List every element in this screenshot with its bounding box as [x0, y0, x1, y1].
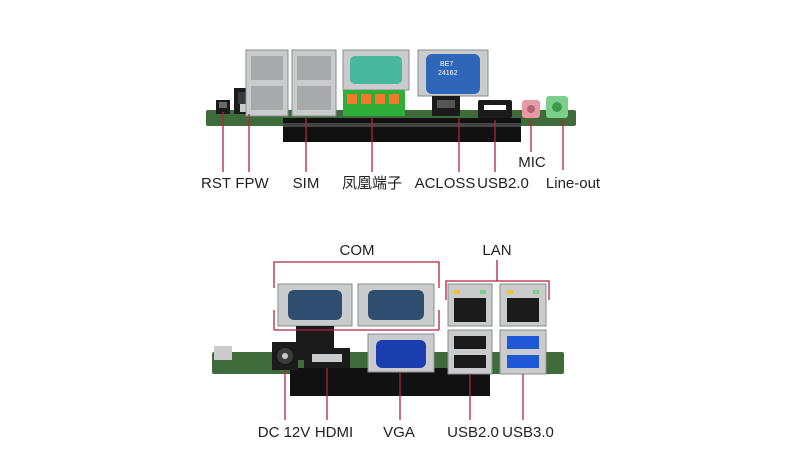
phoenix-clip-4 [389, 94, 399, 104]
label-com: COM [339, 242, 375, 259]
left-small-connector [214, 346, 232, 360]
dc-jack-pin [282, 353, 288, 359]
usb3-bottom-port1 [507, 336, 539, 349]
phoenix-clip-1 [347, 94, 357, 104]
lan1-jack [454, 298, 486, 322]
sim-usb-right-port2 [297, 86, 331, 110]
usb2-top-slot [484, 105, 506, 110]
vga-shell [376, 340, 426, 368]
lan1-led-r [480, 290, 486, 294]
phoenix-clip-3 [375, 94, 385, 104]
label-rst: RST [201, 175, 231, 192]
top-gold-edge-teeth [283, 123, 521, 127]
com2-shell [368, 290, 424, 320]
db9-top-right-shell [426, 54, 480, 94]
com1-shell [288, 290, 342, 320]
usb2-bottom-port2 [454, 355, 486, 368]
label-vga: VGA [383, 424, 415, 441]
top-callouts [222, 112, 564, 172]
bottom-board-photo [212, 283, 564, 396]
rst-button-cap [219, 102, 227, 108]
mic-jack-hole [527, 105, 535, 113]
hdmi-slot [312, 354, 342, 362]
usb2-bottom-port1 [454, 336, 486, 349]
bottom-callouts [273, 260, 550, 420]
label-line-out: Line-out [545, 175, 601, 192]
line-out-jack-hole [552, 102, 562, 112]
sim-usb-left-port1 [251, 56, 283, 80]
label-usb2-top: USB2.0 [477, 175, 529, 192]
top-board-photo: BE7 24162 [206, 49, 576, 142]
label-fpw: FPW [235, 175, 269, 192]
sim-usb-left-port2 [251, 86, 283, 110]
label-usb3-bottom: USB3.0 [502, 424, 554, 441]
usb3-bottom-port2 [507, 355, 539, 368]
com-bracket [273, 261, 440, 288]
phoenix-clip-2 [361, 94, 371, 104]
db9-print-2: 24162 [438, 70, 458, 77]
label-hdmi: HDMI [314, 424, 354, 441]
label-sim: SIM [292, 175, 320, 192]
lan2-led-l [507, 290, 513, 294]
label-mic: MIC [518, 154, 546, 171]
lan1-led-l [454, 290, 460, 294]
label-phoenix: 凤凰端子 [341, 175, 403, 192]
label-acloss: ACLOSS [414, 175, 476, 192]
top-gold-edge [283, 118, 521, 142]
lan2-jack [507, 298, 539, 322]
label-dc12v: DC 12V [257, 424, 311, 441]
label-lan: LAN [482, 242, 512, 259]
acloss-pins [437, 100, 455, 108]
db9-print: BE7 [440, 61, 453, 68]
sim-usb-right-port1 [297, 56, 331, 80]
lan2-led-r [533, 290, 539, 294]
label-usb2-bottom: USB2.0 [447, 424, 499, 441]
db9-top-left-shell [350, 56, 402, 84]
